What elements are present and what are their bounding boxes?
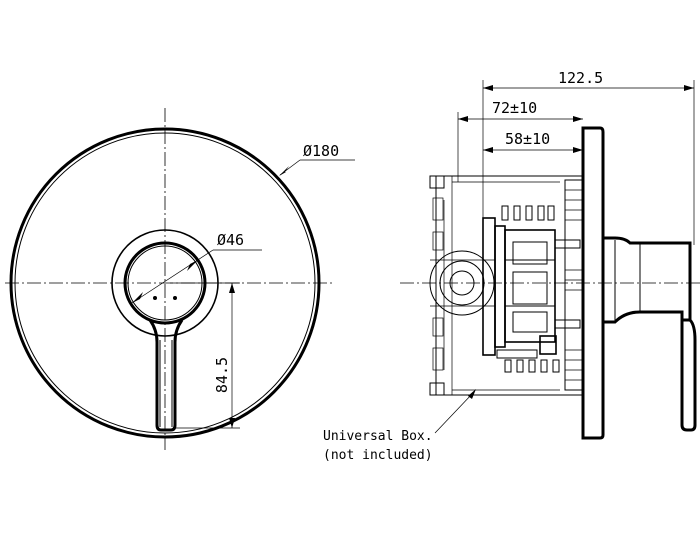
universal-box-outline	[435, 175, 583, 396]
depth-arrow-left	[483, 85, 493, 91]
note-leader-arrow	[468, 389, 476, 399]
box-studs-bottom	[504, 359, 560, 373]
dia46-arrow-end	[187, 260, 198, 271]
note-line-2: (not included)	[323, 448, 433, 463]
inlet-coupling-inner	[449, 270, 475, 296]
note-leader	[434, 392, 474, 434]
dia180-label: Ø180	[303, 142, 339, 160]
box-max-arrow-right	[573, 116, 583, 122]
depth-label: 122.5	[558, 69, 603, 87]
hub-dot-left	[153, 296, 157, 300]
lever-dim-label: 84.5	[213, 357, 231, 393]
inlet-coupling-mid	[439, 260, 485, 306]
dia46-label: Ø46	[217, 231, 244, 249]
lever-side	[680, 312, 697, 432]
front-view: Ø180 Ø46 84.5	[5, 108, 355, 450]
valve-body	[482, 217, 581, 359]
inlet-coupling-outer	[429, 250, 495, 316]
dia180-arrow	[279, 166, 289, 176]
lever-dim-arrow-bottom	[229, 418, 235, 428]
cover-plate-edge	[14, 132, 316, 434]
box-min-label: 58±10	[505, 130, 550, 148]
box-min-arrow-left	[483, 147, 493, 153]
box-slots-left	[432, 197, 444, 371]
depth-arrow-right	[684, 85, 694, 91]
handle-body-side	[603, 236, 692, 324]
lever-outline	[148, 319, 184, 432]
dia46-leader	[131, 249, 214, 304]
lever-dim-arrow-top	[229, 283, 235, 293]
cover-plate-side	[581, 126, 605, 440]
box-studs-top	[501, 205, 555, 221]
hub-dot-right	[173, 296, 177, 300]
universal-box-note: Universal Box. (not included)	[323, 429, 433, 463]
box-max-label: 72±10	[492, 99, 537, 117]
universal-box-front-tab-bottom	[429, 382, 445, 396]
side-view: 122.5 72±10 58±10	[400, 69, 700, 440]
box-min-arrow-right	[573, 147, 583, 153]
threaded-section	[564, 179, 584, 391]
cover-plate-outline	[9, 127, 321, 439]
dia46-arrow-start	[132, 292, 143, 303]
note-line-1: Universal Box.	[323, 429, 433, 444]
universal-box-front-tab-top	[429, 175, 445, 189]
box-max-arrow-left	[458, 116, 468, 122]
